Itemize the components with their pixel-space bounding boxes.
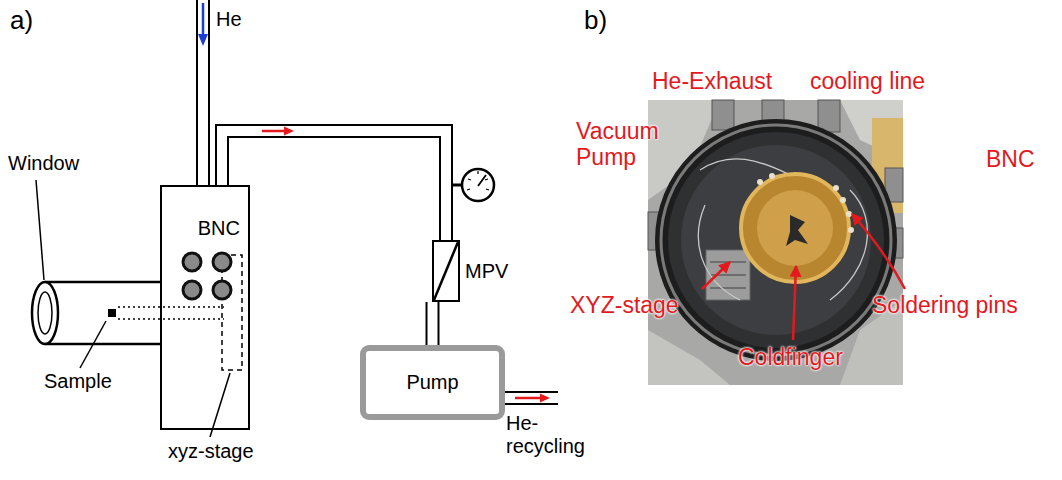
- pipe-connector: [222, 131, 446, 240]
- pipe-wall: [503, 391, 558, 405]
- flow-arrow-head: [198, 34, 208, 46]
- leader-line: [80, 321, 106, 368]
- mpv-valve: MPV: [432, 240, 460, 302]
- bnc-connectors: [183, 253, 231, 299]
- sample-holder: [786, 215, 808, 246]
- recycling-flow-arrow: [515, 394, 550, 403]
- pointer-arrow: [852, 214, 905, 289]
- tube-wall: [45, 343, 160, 346]
- coldfinger-plate: [757, 190, 833, 266]
- flow-arrow-head: [284, 127, 294, 136]
- pointer-arrow: [793, 266, 796, 340]
- leader-line: [36, 180, 44, 280]
- coldfinger-rod: [118, 318, 224, 320]
- window-tube: [32, 282, 224, 344]
- photo-annotation: Coldfinger: [738, 344, 843, 370]
- soldering-pins: [757, 173, 854, 233]
- chamber-flange: [661, 125, 891, 355]
- pipe-bore: [198, 0, 208, 185]
- pipe-bore: [428, 302, 438, 345]
- gauge-dial: [462, 169, 494, 201]
- wires: [698, 159, 867, 300]
- pointer-arrow: [702, 262, 730, 289]
- chamber-floor: [681, 145, 871, 335]
- pipe-wall: [196, 0, 210, 185]
- photo-ground: [648, 100, 903, 385]
- valve-symbol: [434, 242, 458, 300]
- flow-arrow: [202, 3, 205, 36]
- panel-letter: b): [584, 6, 607, 36]
- helium-flow-arrow: [198, 3, 208, 46]
- node-label: MPV: [465, 260, 508, 283]
- node-label: Pump: [406, 371, 458, 394]
- coldfinger-rod: [118, 306, 224, 308]
- pipe-bore: [222, 131, 446, 240]
- flow-arrow-head: [540, 394, 550, 403]
- photo-annotation: XYZ-stage: [570, 292, 679, 318]
- pipe-connector: [426, 302, 440, 345]
- bnc-symbol: [213, 281, 231, 299]
- photo-annotation: Vacuum Pump: [576, 118, 659, 171]
- photo-pointers: [702, 214, 905, 340]
- panel-letter: a): [10, 6, 33, 36]
- pin: [833, 185, 839, 191]
- photo-annotation: Soldering pins: [872, 292, 1018, 318]
- flow-arrow: [262, 130, 285, 133]
- photo-annotation: BNC: [986, 146, 1035, 172]
- pin: [846, 211, 852, 217]
- gauge-stub: [452, 184, 462, 187]
- coldfinger-disc: [741, 174, 849, 282]
- gauge-ticks: [467, 171, 489, 190]
- window-ellipse: [32, 282, 58, 344]
- port-flange: [712, 100, 734, 130]
- exhaust-flow-arrow: [262, 127, 294, 136]
- gauge-needle: [478, 175, 486, 186]
- xyz-stage-outline: [222, 255, 242, 370]
- gas-label: He: [216, 8, 242, 31]
- cryostat-body: BNC: [160, 185, 250, 430]
- pump-box: Pump: [360, 345, 505, 420]
- flow-arrow: [515, 397, 541, 400]
- tube-wall: [45, 281, 160, 284]
- pin: [848, 227, 854, 233]
- node-label: BNC: [198, 217, 240, 240]
- flow-label: He- recycling: [506, 412, 585, 458]
- pin: [840, 197, 846, 203]
- part-label: xyz-stage: [168, 440, 254, 463]
- pin: [757, 179, 763, 185]
- bnc-symbol: [183, 253, 201, 271]
- valve-diagonal: [434, 242, 458, 300]
- sample-mark: [108, 309, 116, 317]
- window-inner: [38, 292, 52, 334]
- leader-line: [210, 373, 230, 437]
- pipe-bore: [503, 393, 558, 403]
- helium-inlet-pipe: [203, 0, 204, 185]
- port-flange: [818, 100, 840, 132]
- part-label: Sample: [44, 370, 112, 393]
- chamber-wall: [668, 132, 884, 348]
- bnc-symbol: [183, 281, 201, 299]
- bnc-symbol: [213, 253, 231, 271]
- part-label: Window: [8, 152, 79, 175]
- chamber-rim: [655, 119, 897, 361]
- pin: [769, 173, 775, 179]
- cryostat-photo: [648, 100, 903, 385]
- photo-annotation: cooling line: [810, 68, 925, 94]
- pressure-gauge: [452, 169, 494, 201]
- photo-annotation: He-Exhaust: [652, 68, 772, 94]
